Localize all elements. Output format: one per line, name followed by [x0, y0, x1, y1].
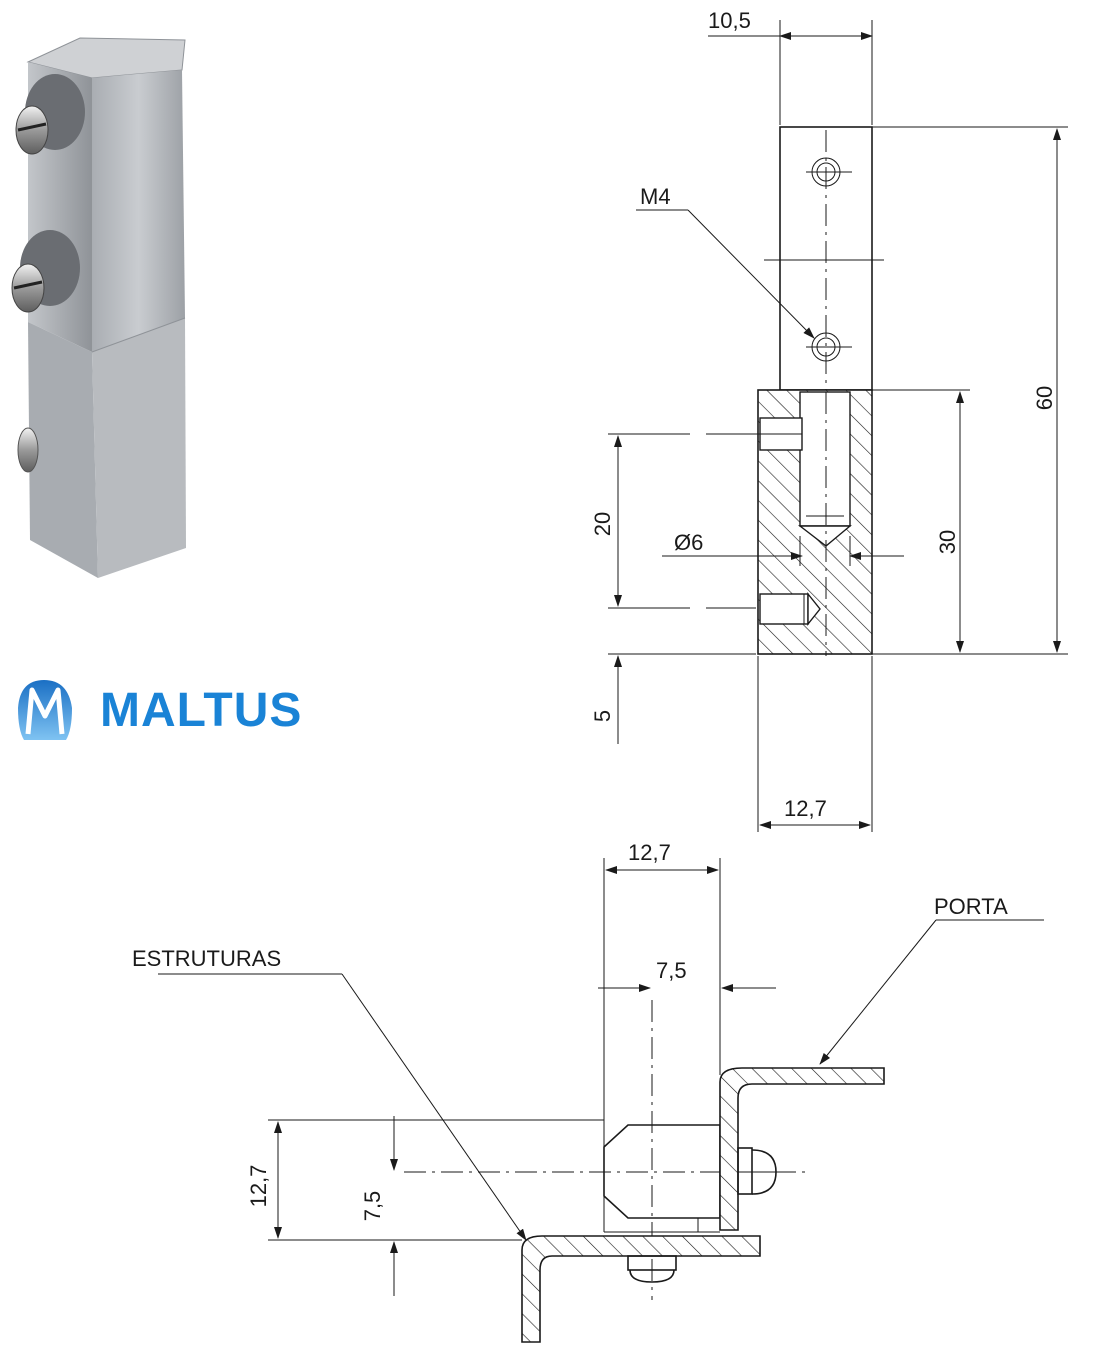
hinge-product-render	[11, 37, 186, 578]
door-profile	[719, 1067, 885, 1231]
dim-pin-spacing: 20	[590, 512, 615, 536]
dim-axis-offset-v: 7,5	[360, 1191, 385, 1222]
m4-hole-lower	[806, 332, 852, 362]
maltus-m-emblem	[18, 680, 72, 740]
label-frame: ESTRUTURAS	[132, 946, 281, 971]
dim-pin-diameter: Ø6	[674, 530, 703, 555]
m4-hole-upper	[806, 157, 852, 187]
pin-stub	[17, 427, 39, 473]
dim-total-height: 60	[1032, 386, 1057, 410]
label-door: PORTA	[934, 894, 1008, 919]
maltus-logo: MALTUS	[18, 680, 302, 740]
dim-block-width: 12,7	[628, 840, 671, 865]
dim-bottom-offset: 5	[590, 710, 615, 722]
dim-axis-offset-h: 7,5	[656, 958, 687, 983]
brand-name: MALTUS	[100, 684, 302, 737]
screw-top	[15, 74, 85, 155]
screw-middle	[11, 230, 80, 313]
dim-lower-height: 30	[935, 530, 960, 554]
dim-bottom-width: 12,7	[784, 796, 827, 821]
assembly-drawing: 12,7 7,5	[132, 840, 1044, 1343]
label-thread: M4	[640, 184, 671, 209]
frame-profile	[521, 1235, 761, 1343]
lower-block-section	[757, 389, 873, 656]
part-drawing: 10,5 60 30 M4 20 Ø6 5 12,	[590, 8, 1068, 832]
dim-top-width: 10,5	[708, 8, 751, 33]
dim-block-height: 12,7	[246, 1165, 271, 1208]
